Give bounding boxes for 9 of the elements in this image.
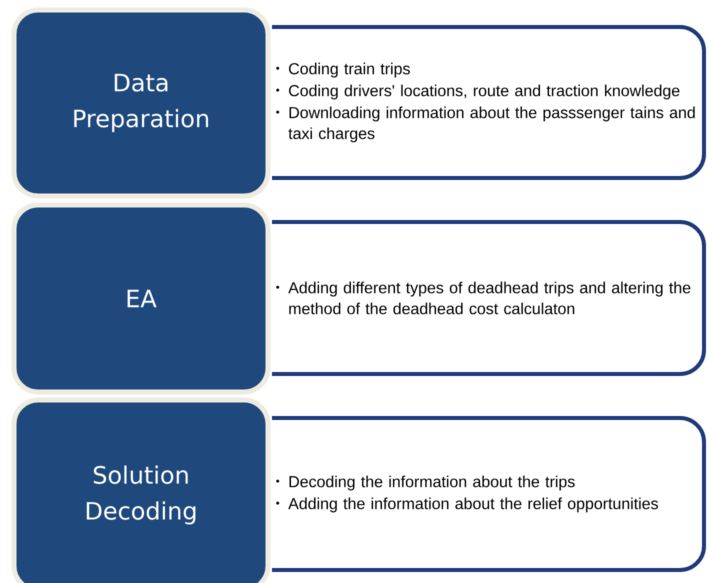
bullet-panel [272, 25, 706, 180]
bullet-list: Coding train trips Coding drivers' locations, route and traction knowledge Downloading information about the passsenger tains and taxi charges [276, 62, 695, 142]
bullet-panel [272, 220, 706, 376]
bullet-list: Decoding the information about the trips Adding the information about the relief opportunities [276, 476, 658, 512]
stage-box: EA [12, 202, 270, 394]
bullet-list: Adding different types of deadhead trips and altering the method of the deadhead cost calculaton [276, 282, 690, 314]
bullet-panel [272, 416, 706, 572]
stage-box: Data Preparation [12, 8, 270, 198]
stage-box: Solution Decoding [12, 397, 270, 583]
